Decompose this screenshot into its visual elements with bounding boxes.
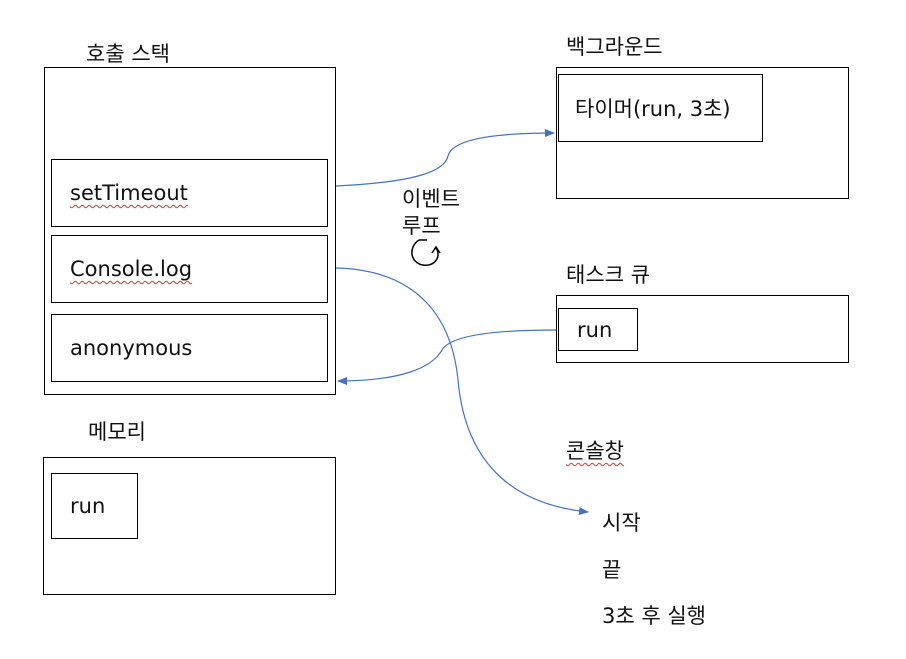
call-stack-box [44,67,336,395]
stack-frame-settimeout: setTimeout [51,159,328,227]
stack-frame-label: setTimeout [70,181,188,205]
console-line-2: 끝 [602,558,622,582]
arrow-task-queue-to-stack [337,329,557,385]
console-line-1: 시작 [602,511,641,535]
stack-frame-label: anonymous [70,336,193,360]
console-title-text: 콘솔창 [566,439,624,463]
task-queue-item-label: run [577,317,613,342]
arrow-console-log-to-console [335,267,589,516]
loop-icon [411,239,441,266]
memory-title: 메모리 [88,420,146,444]
memory-box [43,457,336,595]
task-queue-title: 태스크 큐 [566,263,650,287]
event-loop-label-line1: 이벤트 [402,187,460,211]
task-queue-box [556,295,849,363]
call-stack-title: 호출 스택 [86,42,170,66]
task-queue-item-run: run [558,308,638,351]
stack-frame-anonymous: anonymous [51,314,328,382]
console-title: 콘솔창 [566,435,624,465]
timer-item: 타이머(run, 3초) [558,74,763,142]
stack-frame-console-log: Console.log [51,235,328,303]
memory-item-run: run [51,473,138,539]
background-box [556,67,849,199]
memory-item-label: run [70,494,106,518]
event-loop-label-line2: 루프 [402,214,441,238]
timer-label: 타이머(run, 3초) [575,97,731,121]
console-line-3: 3초 후 실행 [602,604,706,628]
stack-frame-label: Console.log [70,257,193,281]
background-title: 백그라운드 [566,35,663,59]
arrow-settimeout-to-background [335,129,555,187]
